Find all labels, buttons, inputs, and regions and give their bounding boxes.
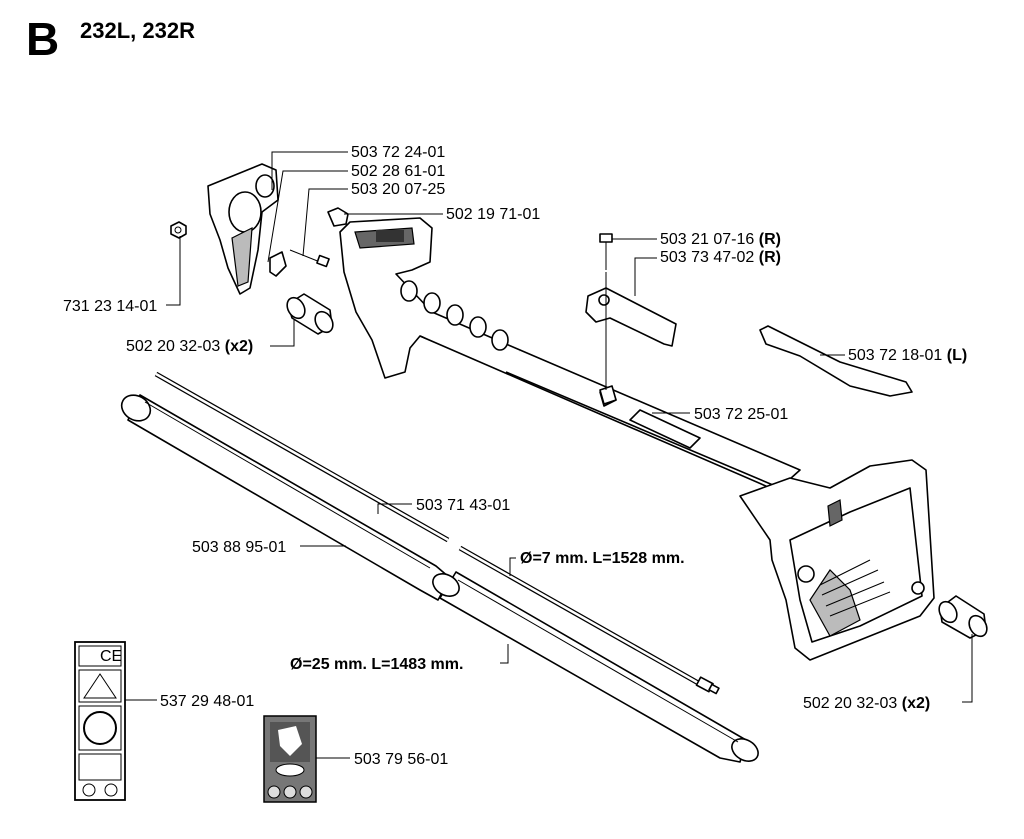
small-parts (170, 207, 988, 639)
model-title: 232L, 232R (80, 18, 195, 43)
part-label-502-20-32-03-left: 502 20 32-03 (x2) (126, 338, 253, 355)
part-label-503-79-56-01: 503 79 56-01 (354, 751, 448, 768)
part-label-503-88-95-01: 503 88 95-01 (192, 539, 286, 556)
shaft-housing (339, 217, 935, 661)
warning-decal: CE (74, 641, 126, 801)
part-label-503-21-07-16: 503 21 07-16 (R) (660, 231, 781, 248)
shaft-dimension-label: Ø=7 mm. L=1528 mm. (520, 550, 685, 567)
part-label-502-19-71-01: 502 19 71-01 (446, 206, 540, 223)
tube-dimension-label: Ø=25 mm. L=1483 mm. (290, 656, 463, 673)
part-label-502-20-32-03-right: 502 20 32-03 (x2) (803, 695, 930, 712)
part-label-731-23-14-01: 731 23 14-01 (63, 298, 157, 315)
drive-shaft (154, 371, 720, 695)
part-label-503-73-47-02: 503 73 47-02 (R) (660, 249, 781, 266)
part-label-502-28-61-01: 502 28 61-01 (351, 163, 445, 180)
handle-bracket (207, 163, 279, 295)
ce-mark: CE (100, 648, 122, 665)
part-labels: 503 72 24-01 502 28 61-01 503 20 07-25 5… (63, 144, 967, 768)
part-label-503-72-18-01: 503 72 18-01 (L) (848, 347, 967, 364)
section-letter: B (26, 13, 60, 65)
part-label-503-71-43-01: 503 71 43-01 (416, 497, 510, 514)
part-label-503-20-07-25: 503 20 07-25 (351, 181, 445, 198)
part-label-503-72-24-01: 503 72 24-01 (351, 144, 445, 161)
outer-tube (120, 394, 759, 763)
part-label-537-29-48-01: 537 29 48-01 (160, 693, 254, 710)
trimmer-decal (263, 715, 317, 803)
part-label-503-72-25-01: 503 72 25-01 (694, 406, 788, 423)
leader-lines (125, 151, 973, 759)
